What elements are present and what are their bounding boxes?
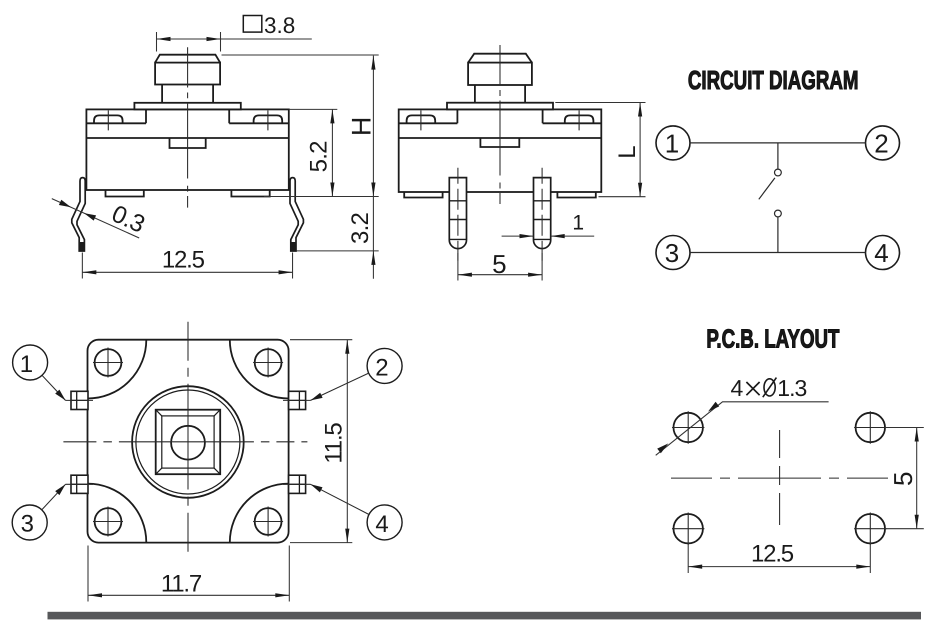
svg-text:5: 5: [492, 249, 506, 279]
svg-text:5: 5: [888, 471, 918, 485]
svg-text:1: 1: [572, 212, 584, 235]
svg-text:3: 3: [665, 238, 679, 268]
svg-text:CIRCUIT DIAGRAM: CIRCUIT DIAGRAM: [688, 65, 859, 95]
svg-text:4: 4: [874, 238, 888, 268]
svg-text:12.5: 12.5: [751, 541, 794, 568]
svg-text:1: 1: [20, 351, 33, 378]
svg-text:4: 4: [731, 375, 744, 401]
svg-text:L: L: [614, 145, 641, 158]
svg-text:3.2: 3.2: [347, 212, 374, 244]
svg-text:1.3: 1.3: [777, 375, 806, 401]
svg-text:3.8: 3.8: [264, 13, 295, 38]
svg-text:1: 1: [665, 128, 679, 158]
svg-text:11.7: 11.7: [161, 571, 202, 598]
svg-text:H: H: [347, 117, 377, 137]
svg-text:12.5: 12.5: [162, 246, 205, 273]
svg-text:2: 2: [375, 355, 388, 382]
svg-text:5.2: 5.2: [306, 141, 333, 173]
svg-text:3: 3: [21, 511, 34, 538]
svg-text:11.5: 11.5: [321, 423, 348, 464]
svg-text:4: 4: [375, 511, 388, 538]
svg-text:2: 2: [874, 128, 888, 158]
svg-text:P.C.B. LAYOUT: P.C.B. LAYOUT: [706, 324, 839, 354]
